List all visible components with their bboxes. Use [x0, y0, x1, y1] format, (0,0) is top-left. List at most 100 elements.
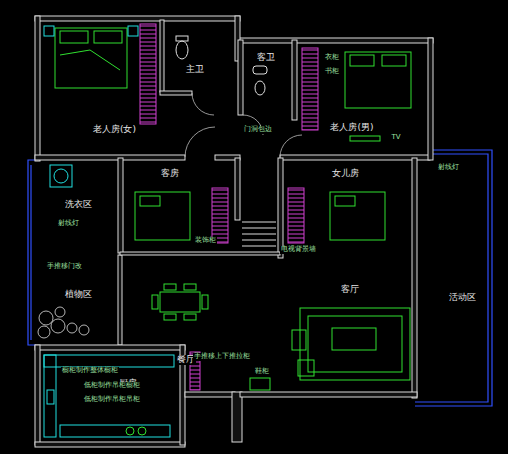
- room-area: 主卫: [165, 22, 235, 90]
- room-name: 女儿房: [331, 169, 360, 179]
- wall: [280, 155, 430, 160]
- annotation: TV: [390, 134, 401, 142]
- furniture: [332, 328, 376, 350]
- furniture: [140, 196, 160, 206]
- door-swing: [280, 135, 302, 157]
- furniture: [184, 314, 196, 320]
- wardrobe: [140, 24, 318, 390]
- furniture: [335, 196, 355, 206]
- wall: [238, 38, 433, 43]
- furniture: [345, 52, 411, 108]
- furniture: [250, 378, 270, 390]
- wall: [120, 252, 280, 255]
- balcony-line: [415, 150, 492, 406]
- furniture: [298, 360, 314, 376]
- furniture: [126, 427, 134, 435]
- furniture: [160, 292, 200, 312]
- balcony-line: [28, 160, 36, 345]
- wall: [238, 40, 243, 115]
- annotation: 鞋柜: [254, 368, 270, 376]
- furniture: [55, 28, 127, 88]
- wall: [292, 40, 297, 120]
- sanitary-fixture: [176, 41, 188, 59]
- stair: [242, 234, 276, 235]
- wall: [160, 20, 164, 92]
- stair: [242, 228, 276, 229]
- room-name: 活动区: [448, 293, 477, 303]
- furniture: [128, 26, 138, 36]
- room-name: 洗衣区: [64, 200, 93, 210]
- plant: [38, 326, 50, 338]
- wardrobe: [302, 48, 318, 130]
- room-area: 老人房(女): [42, 22, 138, 154]
- sanitary-fixture: [176, 36, 267, 95]
- room-area: 活动区: [420, 160, 486, 400]
- wardrobe: [212, 188, 228, 243]
- annotation: 电视背景墙: [280, 246, 317, 254]
- room-area: 老人房(男): [298, 44, 426, 154]
- room-name: 老人房(女): [92, 125, 137, 135]
- wall: [35, 155, 185, 160]
- furniture: [54, 169, 68, 183]
- furniture: [184, 284, 196, 290]
- stair: [242, 222, 276, 223]
- annotation: 装饰柜: [194, 237, 217, 245]
- wall: [35, 16, 240, 21]
- furniture: [292, 330, 306, 350]
- furniture: [382, 55, 406, 66]
- furniture: [94, 31, 122, 43]
- wall: [232, 392, 242, 442]
- furniture: [60, 425, 170, 437]
- wall: [240, 392, 417, 397]
- room-area: 洗衣区: [36, 162, 116, 254]
- annotation: 橱柜制作整体橱柜: [61, 367, 119, 375]
- annotation: 低柜制作吊柜橱柜: [83, 382, 141, 390]
- plant: [51, 319, 65, 333]
- furniture: [135, 192, 190, 240]
- door-swing: [185, 127, 215, 157]
- wall: [35, 16, 433, 447]
- room-name: 客卫: [256, 53, 276, 63]
- furniture: [60, 50, 120, 70]
- wall: [160, 91, 192, 95]
- door-swing: [185, 93, 302, 157]
- room-name: 植物区: [64, 290, 93, 300]
- wall: [278, 158, 283, 258]
- plant: [55, 307, 65, 317]
- furniture: [164, 314, 176, 320]
- sanitary-fixture: [255, 81, 265, 95]
- stair: [242, 222, 276, 246]
- sanitary-fixture: [176, 36, 188, 41]
- furniture: [50, 165, 72, 187]
- room-name: 老人房(男): [329, 123, 374, 133]
- annotation: 射线灯: [437, 164, 460, 172]
- furniture: [44, 26, 54, 36]
- furniture: [308, 316, 402, 372]
- annotation: 衣柜: [324, 54, 340, 62]
- furniture: [350, 55, 374, 66]
- furniture: [330, 192, 385, 240]
- wardrobe: [288, 188, 304, 243]
- furniture: [44, 26, 411, 437]
- furniture: [138, 427, 146, 435]
- balcony-line: [30, 165, 31, 340]
- annotation: 射线灯: [57, 220, 80, 228]
- furniture: [350, 136, 380, 141]
- room-name: 客房: [160, 169, 180, 179]
- furniture: [44, 355, 174, 367]
- plant: [39, 311, 53, 325]
- wall: [35, 16, 40, 161]
- room-name: 主卫: [185, 65, 205, 75]
- sanitary-fixture: [253, 66, 267, 74]
- wardrobe: [140, 24, 156, 124]
- furniture: [44, 355, 56, 437]
- stair: [242, 246, 276, 247]
- room-name: 客厅: [340, 285, 360, 295]
- wall: [35, 345, 185, 350]
- door-swing: [192, 93, 214, 115]
- room-area: 客卫: [244, 44, 291, 114]
- stair: [242, 240, 276, 241]
- plant: [67, 323, 77, 333]
- furniture: [152, 295, 158, 309]
